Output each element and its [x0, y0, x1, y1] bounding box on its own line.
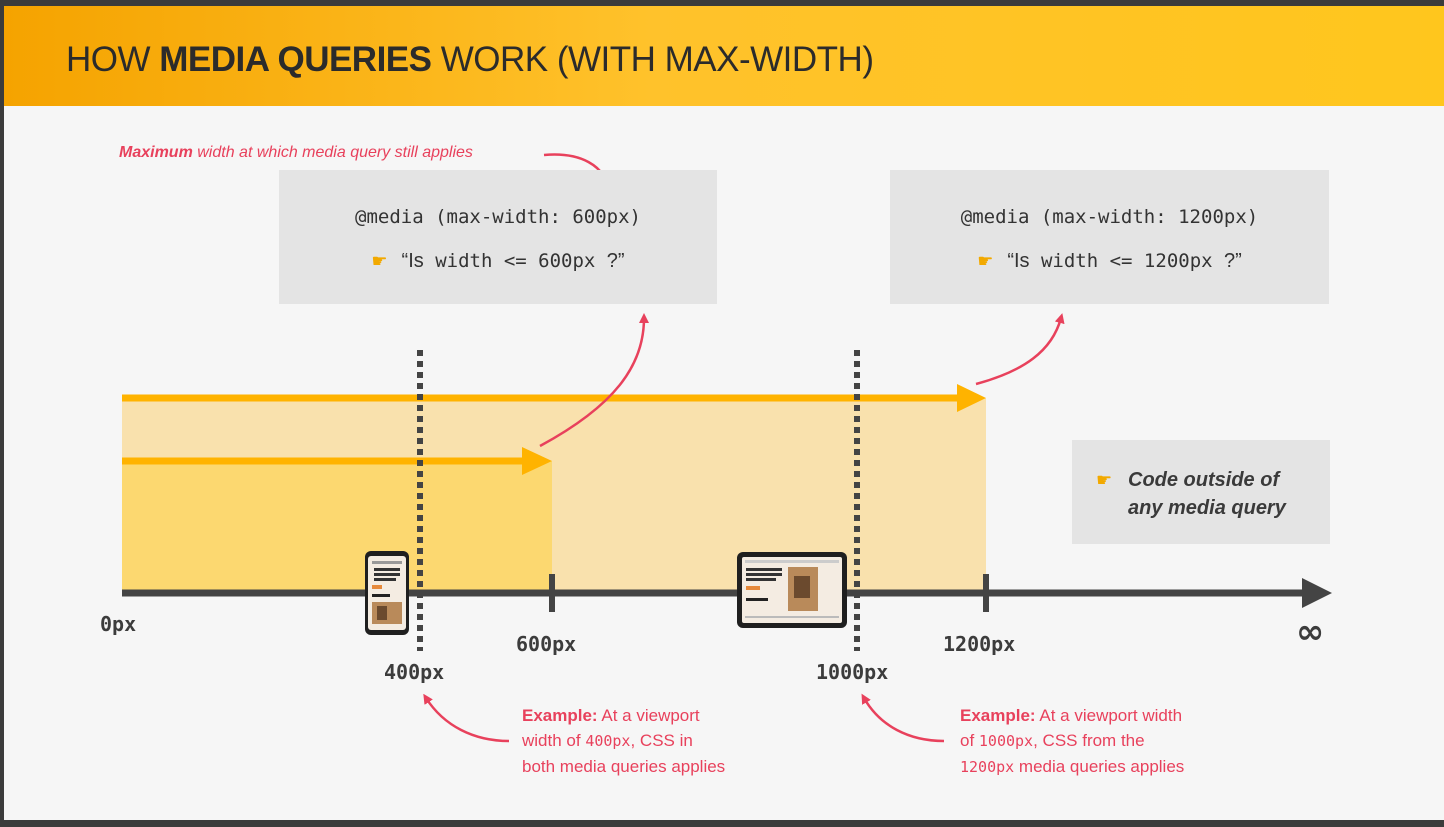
example-1000-line-2-a: of: [960, 731, 979, 750]
slide: HOW MEDIA QUERIES WORK (WITH MAX-WIDTH): [4, 6, 1444, 820]
note-text: Code outside of any media query: [1128, 466, 1286, 522]
annotation-bold: Maximum: [119, 144, 193, 161]
question-prefix: “Is: [1007, 250, 1030, 272]
label-400px: 400px: [384, 660, 445, 684]
query-600-code: @media (max-width: 600px): [355, 206, 641, 228]
question-suffix: ?”: [606, 250, 625, 272]
query-1200-question: ☛ “Is width <= 1200px ?”: [890, 250, 1329, 273]
example-1000-line-2: of 1000px, CSS from the: [960, 728, 1300, 754]
query-1200-code: @media (max-width: 1200px): [960, 206, 1259, 228]
example-1000-code: 1000px: [978, 732, 1034, 750]
arrow-from-example-1000: [861, 693, 945, 743]
axis-arrowhead: [1302, 578, 1332, 608]
example-1000-line-3-text: media queries applies: [1014, 757, 1185, 776]
note-line-1: Code outside of: [1128, 469, 1280, 491]
example-label: Example:: [522, 706, 598, 725]
example-1000-annotation: Example: At a viewport width of 1000px, …: [960, 703, 1300, 780]
example-400-line-2: width of 400px, CSS in: [522, 728, 822, 754]
label-infinity: ∞: [1296, 612, 1325, 652]
example-400-line-1: Example: At a viewport: [522, 703, 822, 728]
question-prefix: “Is: [401, 250, 424, 272]
outside-media-query-note: ☛ Code outside of any media query: [1072, 440, 1330, 544]
title-suffix: WORK (WITH MAX-WIDTH): [431, 40, 874, 79]
question-code: width <= 600px: [423, 250, 607, 272]
annotation-rest: width at which media query still applies: [192, 144, 473, 161]
page-title: HOW MEDIA QUERIES WORK (WITH MAX-WIDTH): [66, 40, 874, 80]
pointing-hand-icon: ☛: [371, 251, 388, 272]
example-400-line-1-text: At a viewport: [597, 706, 700, 725]
title-prefix: HOW: [66, 40, 160, 79]
example-1000-line-3: 1200px media queries applies: [960, 754, 1300, 780]
query-600-question: ☛ “Is width <= 600px ?”: [279, 250, 717, 273]
label-0px: 0px: [100, 612, 137, 636]
pointing-hand-icon: ☛: [977, 251, 994, 272]
note-line-2: any media query: [1128, 497, 1286, 519]
title-bold: MEDIA QUERIES: [159, 40, 432, 79]
label-600px: 600px: [516, 632, 577, 656]
arrow-to-1200-query: [975, 313, 1065, 386]
example-400-annotation: Example: At a viewport width of 400px, C…: [522, 703, 822, 779]
range-600-shade: [122, 461, 552, 596]
example-400-code: 400px: [585, 732, 631, 750]
example-1000-line-2-b: , CSS from the: [1033, 731, 1145, 750]
example-400-line-2-a: width of: [522, 731, 586, 750]
example-1000-line-1-text: At a viewport width: [1035, 706, 1183, 725]
arrow-from-example-400: [423, 693, 510, 743]
example-400-line-2-b: , CSS in: [630, 731, 693, 750]
question-suffix: ?”: [1224, 250, 1242, 272]
example-label: Example:: [960, 706, 1036, 725]
label-1200px: 1200px: [943, 632, 1016, 656]
arrow-1200-head: [957, 384, 986, 412]
max-width-annotation: Maximum width at which media query still…: [119, 140, 473, 165]
title-banner: HOW MEDIA QUERIES WORK (WITH MAX-WIDTH): [4, 6, 1444, 106]
arrow-to-600-query: [539, 313, 649, 448]
diagram-graphics: [122, 153, 1332, 743]
arrow-600-head: [522, 447, 552, 475]
question-code: width <= 1200px: [1029, 250, 1225, 272]
query-1200-box: @media (max-width: 1200px) ☛ “Is width <=…: [890, 170, 1329, 304]
label-1000px: 1000px: [816, 660, 889, 684]
pointing-hand-icon: ☛: [1096, 470, 1113, 491]
example-1000-code-2: 1200px: [960, 758, 1015, 776]
tablet-icon: [737, 552, 847, 628]
example-1000-line-1: Example: At a viewport width: [960, 703, 1300, 728]
phone-icon: [365, 551, 409, 635]
query-600-box: @media (max-width: 600px) ☛ “Is width <= …: [279, 170, 717, 304]
example-400-line-3: both media queries applies: [522, 757, 726, 776]
